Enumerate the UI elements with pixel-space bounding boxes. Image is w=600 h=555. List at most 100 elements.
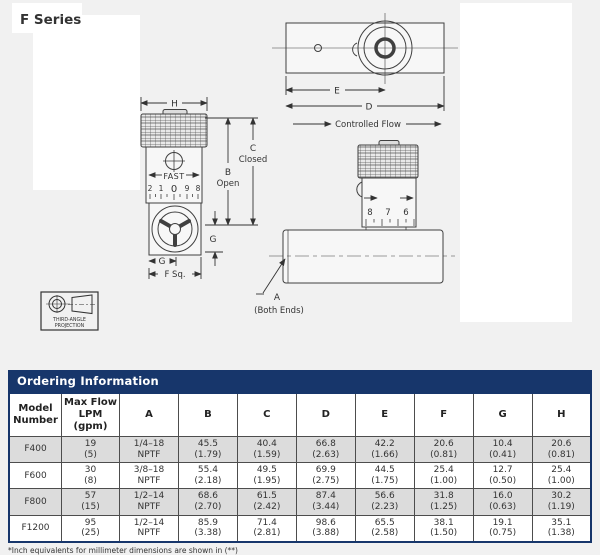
value-line: 1/4–18 <box>133 439 165 449</box>
side-scale-7: 7 <box>385 208 390 218</box>
value-cell: 68.6(2.70) <box>177 488 238 516</box>
value-line: (8) <box>84 475 97 486</box>
value-line: 57 <box>84 491 97 502</box>
header-line: Max Flow <box>64 397 117 408</box>
value-line: 3/8–18 <box>133 465 165 476</box>
value-line: (2.18) <box>194 475 222 486</box>
dim-e <box>285 76 386 95</box>
side-view: 8 7 6 A (Both Ends) <box>254 140 455 316</box>
value-line: (0.81) <box>547 449 575 460</box>
model-cell: F400 <box>8 435 62 464</box>
value-line: (0.50) <box>489 475 517 486</box>
technical-drawing: F Series E <box>12 3 572 331</box>
front-scale-9: 9 <box>185 184 190 193</box>
value-line: NPTF <box>137 475 161 486</box>
value-line: 68.6 <box>197 491 218 502</box>
col-header-model: Model Number <box>8 392 62 437</box>
value-line: NPTF <box>137 528 161 539</box>
dim-g-bottom-label: G <box>159 257 166 267</box>
front-scale-1: 1 <box>159 184 164 193</box>
value-line: 71.4 <box>256 517 277 528</box>
value-line: (0.41) <box>489 449 517 460</box>
value-line: 98.6 <box>315 517 336 528</box>
dim-e-label: E <box>334 87 340 97</box>
value-line: (2.23) <box>371 502 399 513</box>
value-line: 38.1 <box>433 517 454 528</box>
col-header-d: D <box>295 392 356 437</box>
value-cell: 19(5) <box>61 435 120 464</box>
value-line: NPTF <box>137 502 161 513</box>
value-line: (1.66) <box>371 449 399 460</box>
value-cell: 66.8(2.63) <box>295 435 356 464</box>
value-line: 44.5 <box>374 465 395 476</box>
value-line: 30.2 <box>551 491 572 502</box>
col-header-f: F <box>413 392 474 437</box>
value-cell: 44.5(1.75) <box>354 462 415 490</box>
header-line: D <box>321 409 330 420</box>
dim-h <box>140 97 208 111</box>
value-cell: 25.4(1.00) <box>413 462 474 490</box>
side-dial-scale: 8 7 6 <box>367 208 408 218</box>
value-line: (1.95) <box>253 475 281 486</box>
value-line: (0.63) <box>489 502 517 513</box>
value-cell: 25.4(1.00) <box>531 462 592 490</box>
value-line: 25.4 <box>551 465 572 476</box>
value-line: 31.8 <box>433 491 454 502</box>
value-line: (25) <box>81 528 100 539</box>
value-line: (15) <box>81 502 100 513</box>
dim-d <box>285 76 445 111</box>
value-cell: 45.5(1.79) <box>177 435 238 464</box>
value-cell: 40.4(1.59) <box>236 435 297 464</box>
side-scale-8: 8 <box>367 208 372 218</box>
dim-a-label: A <box>274 293 281 303</box>
value-line: (0.81) <box>430 449 458 460</box>
value-cell: 87.4(3.44) <box>295 488 356 516</box>
header-line: Number <box>13 415 58 426</box>
dim-g-side-label: G <box>210 235 217 245</box>
value-cell: 49.5(1.95) <box>236 462 297 490</box>
value-line: 1/2–14 <box>133 517 165 528</box>
table-title-bar: Ordering Information <box>8 370 592 392</box>
leader-a <box>256 258 286 295</box>
value-line: 95 <box>84 517 97 528</box>
dim-g-side <box>205 211 223 266</box>
value-line: (2.75) <box>312 475 340 486</box>
value-line: (1.59) <box>253 449 281 460</box>
value-line: 19.1 <box>492 517 513 528</box>
background-panels <box>12 3 572 322</box>
value-line: 12.7 <box>492 465 513 476</box>
fast-label: FAST <box>163 172 184 181</box>
projection-label-line2: PROJECTION <box>55 323 85 329</box>
side-scale-6: 6 <box>403 208 408 218</box>
value-line: 20.6 <box>433 439 454 449</box>
datasheet-page: F Series E <box>8 3 592 555</box>
table-footnote: *Inch equivalents for millimeter dimensi… <box>8 545 238 555</box>
value-line: (5) <box>84 449 97 460</box>
value-line: 45.5 <box>197 439 218 449</box>
value-line: 87.4 <box>315 491 336 502</box>
header-row: Model Number Max Flow LPM (gpm) A B C D … <box>8 392 592 437</box>
value-line: 35.1 <box>551 517 572 528</box>
value-cell: 31.8(1.25) <box>413 488 474 516</box>
col-header-b: B <box>177 392 238 437</box>
value-line: 65.5 <box>374 517 395 528</box>
header-line: B <box>204 409 212 420</box>
dim-d-label: D <box>366 103 373 113</box>
header-line: Model <box>18 403 53 414</box>
value-line: NPTF <box>137 449 161 460</box>
value-cell: 61.5(2.42) <box>236 488 297 516</box>
value-line: 20.6 <box>551 439 572 449</box>
front-scale-8: 8 <box>196 184 201 193</box>
table-title: Ordering Information <box>17 374 159 388</box>
value-line: (1.00) <box>547 475 575 486</box>
value-line: (1.38) <box>547 528 575 539</box>
col-header-a: A <box>119 392 179 437</box>
col-header-maxflow: Max Flow LPM (gpm) <box>61 392 120 437</box>
value-cell: 12.7(0.50) <box>472 462 533 490</box>
value-cell: 30(8) <box>61 462 120 490</box>
value-cell: 42.2(1.66) <box>354 435 415 464</box>
